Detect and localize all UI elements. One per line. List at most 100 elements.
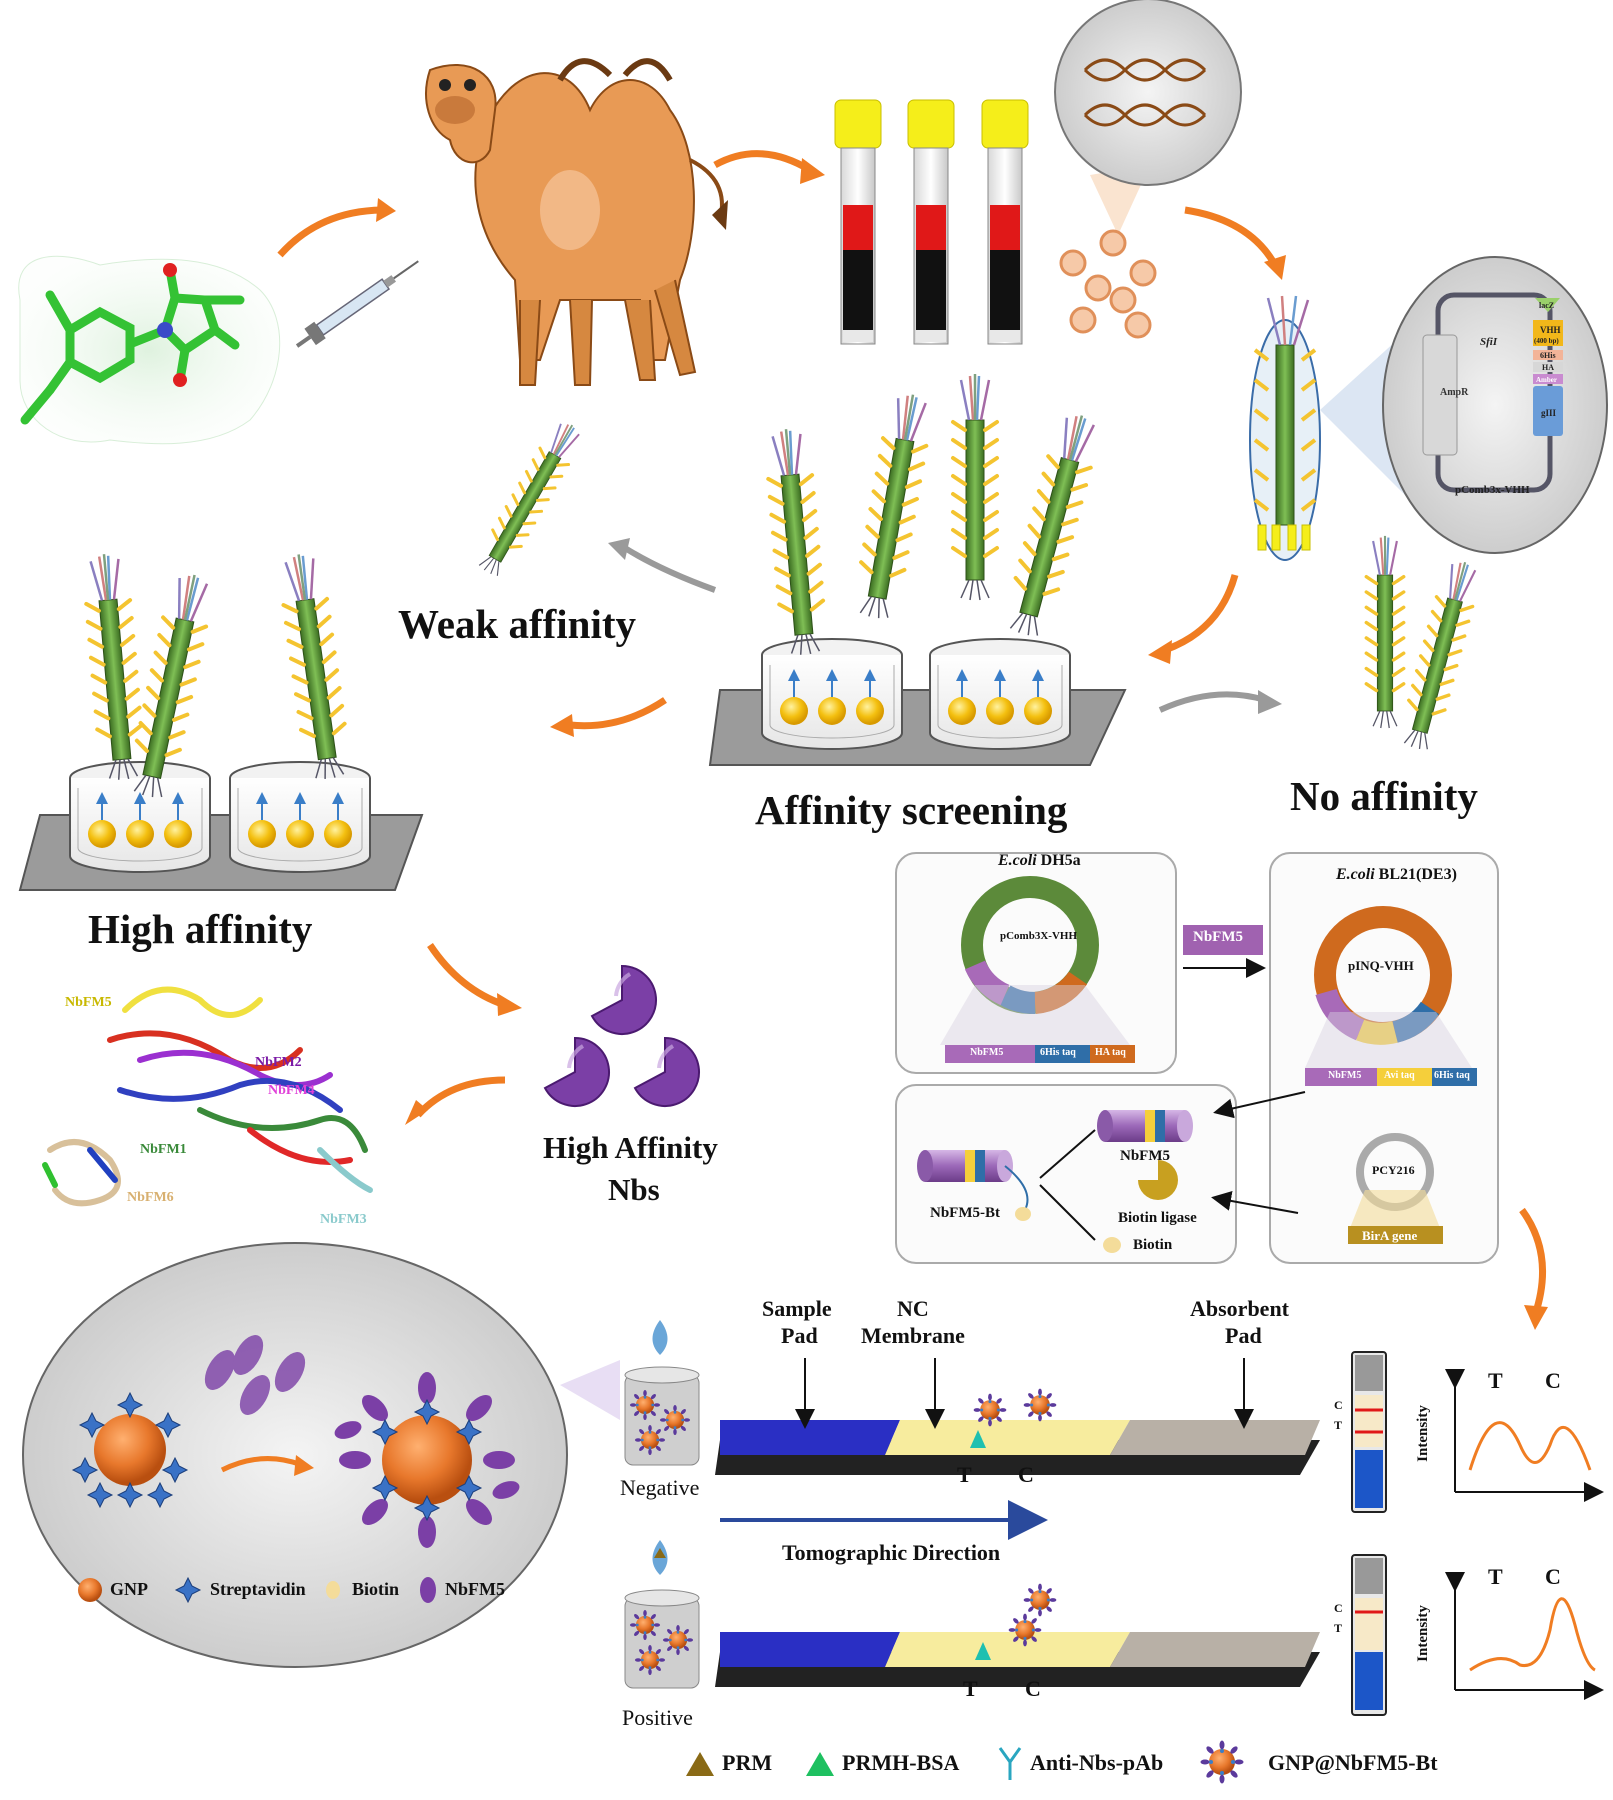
b-cells — [1059, 229, 1157, 339]
negative-label: Negative — [620, 1475, 700, 1500]
phagemid-ampr-label: AmpR — [1440, 387, 1469, 398]
flow-arrow-1 — [277, 206, 386, 258]
gnp-conjugation-panel — [22, 1242, 620, 1668]
phagemid-giii-label: gIII — [1541, 408, 1557, 418]
nc-label-1: NC — [897, 1296, 929, 1321]
legend-gnp-nbfm5-bt: GNP@NbFM5-Bt — [1268, 1750, 1438, 1775]
nbfm5-label: NbFM5 — [1120, 1148, 1170, 1164]
high-affinity-nbs — [543, 964, 701, 1108]
legend-streptavidin: Streptavidin — [210, 1579, 306, 1599]
phagemid-map — [1382, 256, 1608, 554]
arrow-weak — [623, 545, 717, 593]
absorbent-label-1: Absorbent — [1190, 1296, 1290, 1321]
dh5a-title: E.coli DH5a — [998, 852, 1081, 870]
dna-bubble — [1054, 0, 1242, 235]
expression-panels — [895, 852, 1499, 1264]
neg-t-label: T — [957, 1462, 972, 1487]
dh5a-strain: DH5a — [1036, 852, 1081, 869]
label-nbfm5-structure: NbFM5 — [65, 995, 112, 1010]
label-nbfm6-structure: NbFM6 — [127, 1190, 174, 1205]
phagemid-name-label: pComb3x-VHH — [1455, 484, 1530, 496]
bira-gene-label: BirA gene — [1362, 1228, 1418, 1243]
phagemid-amber-label: Amber — [1536, 376, 1557, 384]
label-high-affinity-nbs-1: High Affinity — [543, 1130, 718, 1165]
sample-pad-label-2: Pad — [781, 1323, 818, 1348]
positive-label: Positive — [622, 1705, 693, 1730]
flow-arrow-5 — [569, 697, 667, 730]
dh5a-seg-6his: 6His taq — [1040, 1047, 1076, 1058]
flow-arrow-6 — [427, 943, 507, 1009]
arrow-no-affinity — [1158, 691, 1266, 713]
nc-label-2: Membrane — [861, 1323, 965, 1348]
phagemid-vhh-bp-label: (400 bp) — [1534, 337, 1559, 345]
bl21-seg-nbfm5: NbFM5 — [1328, 1070, 1362, 1081]
pos-cassette-c: C — [1334, 1601, 1343, 1615]
no-affinity-phage-1 — [1364, 534, 1406, 730]
dh5a-species: E.coli — [998, 852, 1037, 869]
dh5a-seg-ha: HA taq — [1095, 1047, 1126, 1058]
neg-cassette-c: C — [1334, 1398, 1343, 1412]
neg-graph-ylabel: Intensity — [1414, 1405, 1431, 1462]
bl21-species: E.coli — [1336, 866, 1375, 883]
bl21-seg-6his: 6His taq — [1434, 1070, 1470, 1081]
weak-affinity-phage — [471, 415, 589, 582]
biotin-ligase-label: Biotin ligase — [1118, 1210, 1197, 1226]
flow-arrow-7 — [415, 1076, 506, 1118]
pos-graph-t: T — [1488, 1564, 1503, 1589]
pos-t-label: T — [963, 1676, 978, 1701]
label-nbfm3-structure: NbFM3 — [320, 1212, 367, 1227]
pos-c-label: C — [1025, 1676, 1041, 1701]
legend-anti-nbs-pab: Anti-Nbs-pAb — [1030, 1750, 1164, 1775]
flow-arrow-4 — [1163, 574, 1239, 654]
label-affinity-screening: Affinity screening — [755, 787, 1068, 833]
flow-arrow-3 — [1184, 206, 1279, 267]
legend-biotin: Biotin — [352, 1579, 400, 1599]
flow-arrow-8 — [1519, 1207, 1547, 1317]
label-no-affinity: No affinity — [1290, 773, 1478, 819]
lfia-positive — [624, 1540, 1604, 1716]
label-nbfm2-structure: NbFM2 — [255, 1055, 302, 1070]
absorbent-label-2: Pad — [1225, 1323, 1262, 1348]
pcy216-label: PCY216 — [1372, 1163, 1415, 1177]
legend-nbfm5: NbFM5 — [445, 1579, 505, 1599]
bottom-legend-icons — [686, 1740, 1244, 1784]
camel-illustration — [425, 58, 728, 386]
sample-pad-label-1: Sample — [762, 1296, 832, 1321]
direction-label: Tomographic Direction — [782, 1540, 1001, 1565]
legend-gnp: GNP — [110, 1579, 148, 1599]
affinity-screening-setup — [708, 372, 1127, 766]
high-affinity-setup — [18, 549, 424, 891]
label-high-affinity: High affinity — [88, 906, 313, 952]
label-high-affinity-nbs-2: Nbs — [608, 1172, 660, 1207]
no-affinity-phage-2 — [1395, 555, 1485, 755]
neg-cassette-t: T — [1334, 1418, 1343, 1432]
legend-prmh-bsa: PRMH-BSA — [842, 1750, 960, 1775]
bl21-title: E.coli BL21(DE3) — [1336, 866, 1457, 884]
phagemid-sfi-label: SfiI — [1480, 336, 1498, 348]
pos-graph-ylabel: Intensity — [1414, 1605, 1431, 1662]
neg-c-label: C — [1018, 1462, 1034, 1487]
nanobody-structures — [42, 986, 373, 1207]
phagemid-vhh-label: VHH — [1540, 325, 1561, 335]
label-weak-affinity: Weak affinity — [398, 601, 637, 647]
phagemid-lacz-label: lacZ — [1539, 301, 1554, 310]
label-nbfm4-structure: NbFM4 — [268, 1083, 315, 1098]
blood-tubes — [834, 99, 1029, 345]
neg-graph-c: C — [1545, 1368, 1561, 1393]
lfia-negative — [624, 1320, 1604, 1513]
biotin-label: Biotin — [1133, 1237, 1173, 1253]
pos-graph-c: C — [1545, 1564, 1561, 1589]
dh5a-plasmid-label: pComb3X-VHH — [1000, 930, 1078, 942]
dh5a-seg-nbfm5: NbFM5 — [970, 1047, 1004, 1058]
phagemid-ha-label: HA — [1542, 363, 1554, 372]
bl21-seg-avi: Avi taq — [1384, 1070, 1415, 1081]
label-nbfm1-structure: NbFM1 — [140, 1142, 187, 1157]
bl21-plasmid-label: pINQ-VHH — [1348, 958, 1414, 973]
arrow-nbfm5-label: NbFM5 — [1193, 929, 1243, 945]
bl21-strain: BL21(DE3) — [1374, 866, 1457, 883]
hapten-molecule — [18, 255, 281, 445]
pos-cassette-t: T — [1334, 1621, 1343, 1635]
phagemid-6his-label: 6His — [1540, 351, 1556, 360]
